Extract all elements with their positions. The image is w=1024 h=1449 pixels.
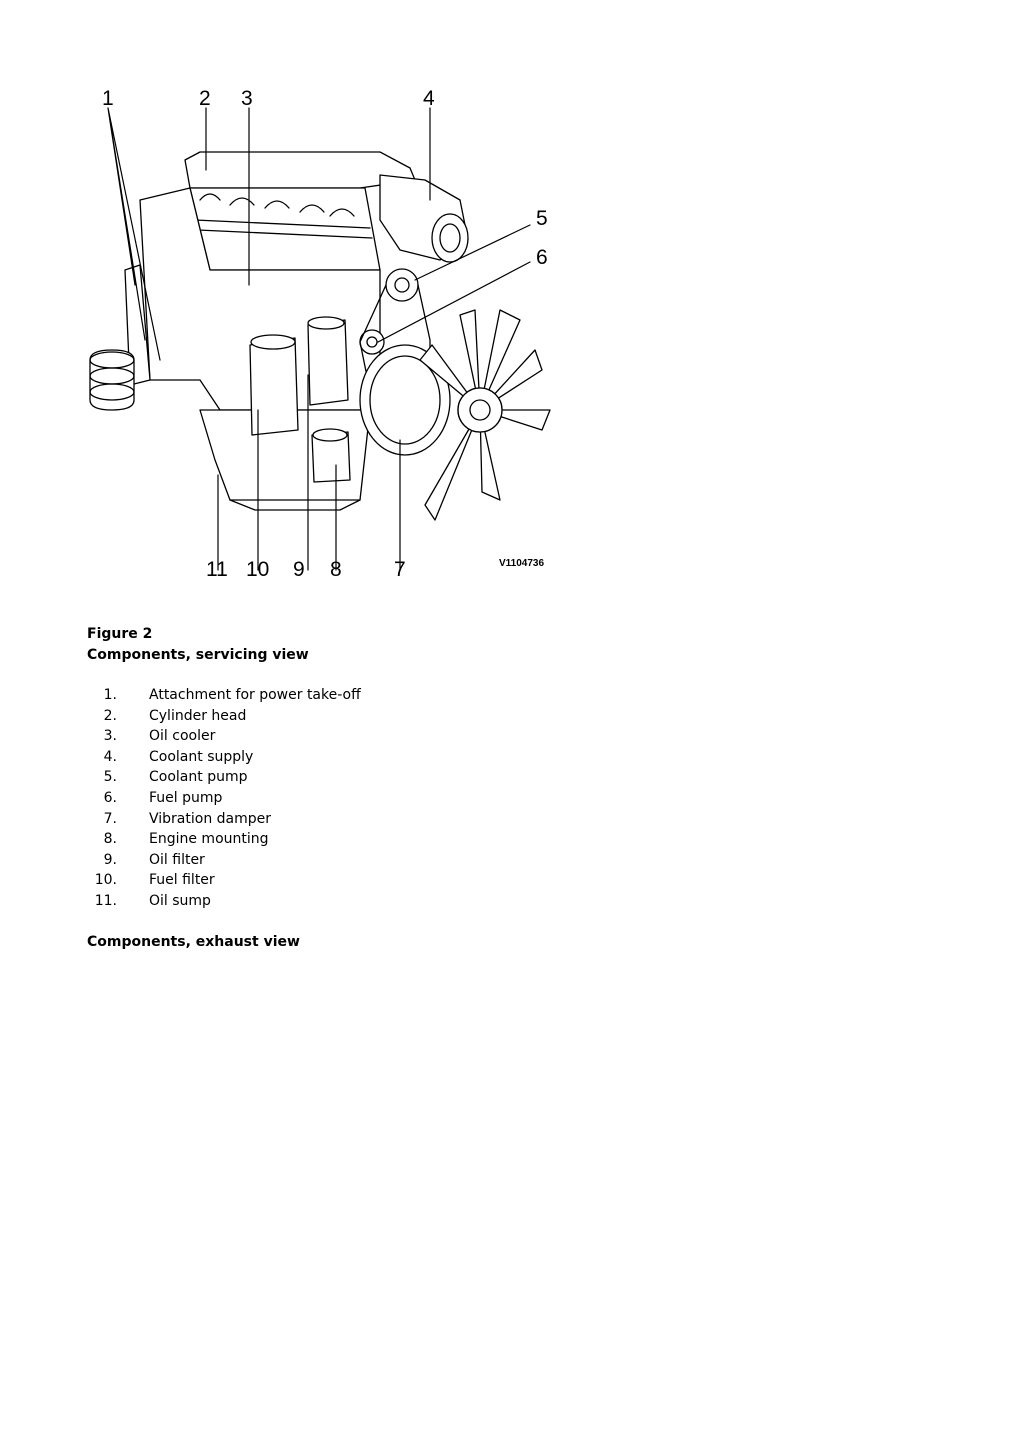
list-item: 1. Attachment for power take-off	[87, 685, 361, 706]
callout-labels: 1 2 3 4 5 6 7 8 9 10 11 V1104736	[102, 87, 548, 581]
list-item: 11. Oil sump	[87, 891, 211, 912]
item-label: Coolant pump	[149, 769, 248, 786]
item-number: 5.	[103, 769, 117, 786]
callout-3: 3	[241, 87, 253, 110]
item-number: 2.	[103, 707, 117, 724]
item-label: Coolant supply	[149, 748, 254, 765]
callout-4: 4	[423, 87, 435, 110]
item-number: 10.	[94, 872, 117, 889]
item-label: Attachment for power take-off	[149, 687, 361, 703]
callout-7: 7	[394, 558, 406, 581]
list-item: 9. Oil filter	[87, 850, 205, 871]
engine-drawing	[89, 151, 551, 521]
leader-lines	[107, 107, 531, 571]
item-number: 8.	[103, 831, 117, 848]
callout-8: 8	[330, 558, 342, 581]
callout-10: 10	[246, 558, 269, 581]
list-item: 5. Coolant pump	[87, 767, 248, 788]
engine-figure: 1 2 3 4 5 6 7 8 9 10 11 V1104736	[80, 80, 560, 585]
list-item: 10. Fuel filter	[87, 870, 215, 891]
item-label: Cylinder head	[149, 707, 247, 724]
list-item: 6. Fuel pump	[87, 788, 223, 809]
callout-9: 9	[293, 558, 305, 581]
item-number: 11.	[94, 892, 117, 909]
list-item: 8. Engine mounting	[87, 829, 269, 850]
section-heading: Components, exhaust view	[87, 934, 300, 950]
item-label: Oil filter	[149, 851, 205, 868]
item-label: Fuel filter	[149, 872, 215, 889]
item-label: Oil cooler	[149, 728, 216, 745]
item-number: 3.	[103, 728, 117, 745]
callout-1: 1	[102, 87, 114, 110]
callout-6: 6	[536, 246, 548, 269]
item-label: Fuel pump	[149, 789, 223, 806]
callout-11: 11	[206, 558, 228, 581]
figure-image-id: V1104736	[499, 558, 544, 569]
callout-5: 5	[536, 207, 548, 230]
item-label: Oil sump	[149, 892, 211, 909]
list-item: 7. Vibration damper	[87, 809, 271, 830]
callout-2: 2	[199, 87, 211, 110]
list-item: 3. Oil cooler	[87, 726, 216, 747]
item-number: 7.	[103, 810, 117, 827]
item-number: 1.	[103, 687, 117, 703]
figure-title: Components, servicing view	[87, 647, 309, 663]
list-item: 4. Coolant supply	[87, 747, 254, 768]
item-label: Engine mounting	[149, 831, 269, 848]
component-legend: 1. Attachment for power take-off 2. Cylind…	[87, 685, 361, 912]
item-number: 6.	[103, 789, 117, 806]
item-number: 4.	[103, 748, 117, 765]
item-label: Vibration damper	[149, 810, 272, 827]
list-item: 2. Cylinder head	[87, 706, 247, 727]
engine-illustration: 1 2 3 4 5 6 7 8 9 10 11 V1104736	[89, 87, 551, 581]
figure-number: Figure 2	[87, 626, 153, 642]
item-number: 9.	[103, 851, 117, 868]
